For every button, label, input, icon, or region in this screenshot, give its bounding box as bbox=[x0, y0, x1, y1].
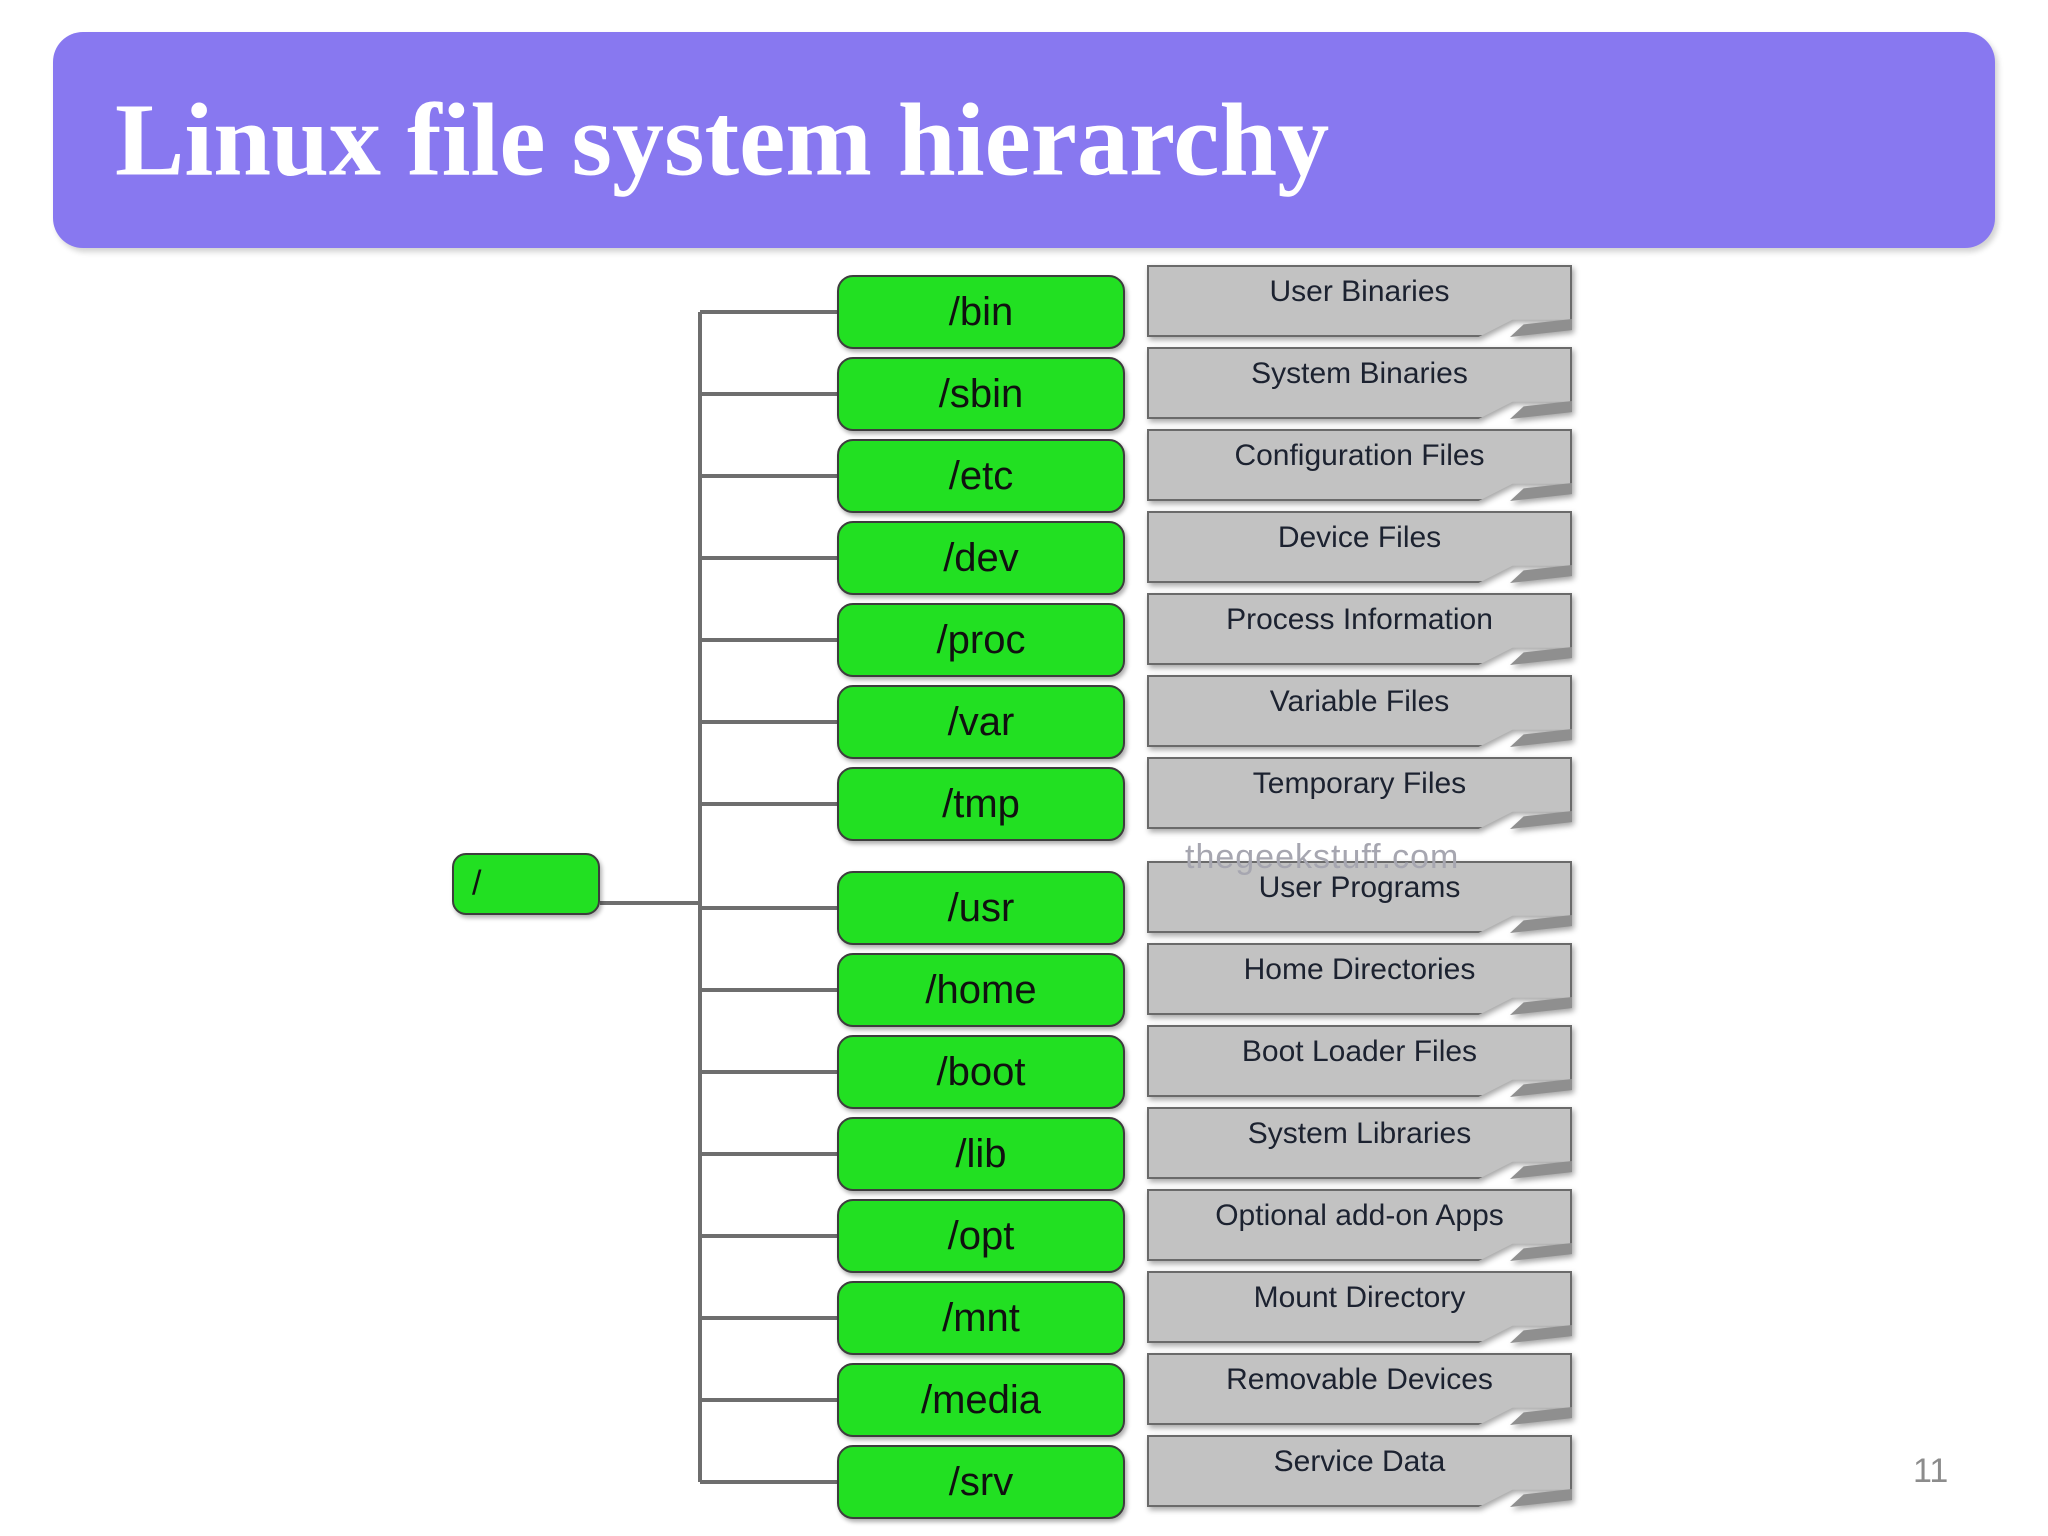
note-shape bbox=[1147, 1271, 1572, 1343]
tree-node-directory-label: /usr bbox=[947, 886, 1015, 930]
tree-node-directory[interactable]: /proc bbox=[837, 603, 1125, 677]
tree-node-directory[interactable]: /usr bbox=[837, 871, 1125, 945]
description-note: Process Information bbox=[1147, 593, 1572, 665]
tree-node-directory[interactable]: /opt bbox=[837, 1199, 1125, 1273]
description-note: Boot Loader Files bbox=[1147, 1025, 1572, 1097]
tree-node-directory-label: /mnt bbox=[942, 1296, 1020, 1340]
note-shape bbox=[1147, 1353, 1572, 1425]
tree-node-directory[interactable]: /sbin bbox=[837, 357, 1125, 431]
note-fold-corner-icon bbox=[1510, 1407, 1572, 1425]
tree-node-root-label: / bbox=[472, 864, 482, 903]
note-fold-corner-icon bbox=[1510, 729, 1572, 747]
description-note: System Binaries bbox=[1147, 347, 1572, 419]
tree-node-directory[interactable]: /dev bbox=[837, 521, 1125, 595]
note-shape bbox=[1147, 1107, 1572, 1179]
tree-node-directory[interactable]: /var bbox=[837, 685, 1125, 759]
note-shape bbox=[1147, 593, 1572, 665]
tree-node-directory-label: /etc bbox=[948, 454, 1014, 498]
note-shape bbox=[1147, 1025, 1572, 1097]
note-shape bbox=[1147, 943, 1572, 1015]
note-shape bbox=[1147, 429, 1572, 501]
description-note: Device Files bbox=[1147, 511, 1572, 583]
note-fold-corner-icon bbox=[1510, 647, 1572, 665]
note-shape bbox=[1147, 265, 1572, 337]
description-note-label: Service Data bbox=[1273, 1445, 1446, 1478]
description-note-label: User Programs bbox=[1258, 871, 1461, 904]
tree-node-directory[interactable]: /mnt bbox=[837, 1281, 1125, 1355]
description-note-label: System Libraries bbox=[1247, 1117, 1472, 1150]
note-shape bbox=[1147, 675, 1572, 747]
note-shape bbox=[1147, 347, 1572, 419]
description-note-label: Mount Directory bbox=[1253, 1281, 1466, 1314]
tree-node-directory-label: /media bbox=[920, 1378, 1042, 1422]
description-note-label: Home Directories bbox=[1243, 953, 1476, 986]
description-note-label: Temporary Files bbox=[1252, 767, 1467, 800]
tree-node-directory-label: /proc bbox=[936, 618, 1026, 662]
note-fold-corner-icon bbox=[1510, 1243, 1572, 1261]
description-note-label: User Binaries bbox=[1269, 275, 1450, 308]
note-shape bbox=[1147, 757, 1572, 829]
note-fold-corner-icon bbox=[1510, 1489, 1572, 1507]
note-fold-corner-icon bbox=[1510, 997, 1572, 1015]
tree-node-directory-label: /bin bbox=[948, 290, 1014, 334]
note-fold-corner-icon bbox=[1510, 483, 1572, 501]
note-fold-corner-icon bbox=[1510, 1325, 1572, 1343]
note-fold-corner-icon bbox=[1510, 811, 1572, 829]
page-title: Linux file system hierarchy bbox=[115, 82, 1330, 198]
note-shape bbox=[1147, 1435, 1572, 1507]
description-note: Temporary Files bbox=[1147, 757, 1572, 829]
tree-node-directory[interactable]: /boot bbox=[837, 1035, 1125, 1109]
description-note-label: Device Files bbox=[1277, 521, 1442, 554]
tree-node-root[interactable]: / bbox=[452, 853, 600, 915]
tree-node-directory-label: /var bbox=[947, 700, 1015, 744]
tree-node-directory-label: /sbin bbox=[938, 372, 1024, 416]
tree-node-directory-label: /tmp bbox=[942, 782, 1020, 826]
note-fold-corner-icon bbox=[1510, 565, 1572, 583]
note-fold-corner-icon bbox=[1510, 401, 1572, 419]
tree-node-directory[interactable]: /media bbox=[837, 1363, 1125, 1437]
tree-node-directory-label: /home bbox=[925, 968, 1037, 1012]
description-note: Optional add-on Apps bbox=[1147, 1189, 1572, 1261]
tree-node-directory-label: /boot bbox=[936, 1050, 1026, 1094]
tree-node-directory[interactable]: /srv bbox=[837, 1445, 1125, 1519]
tree-node-directory-label: /opt bbox=[947, 1214, 1015, 1258]
description-note: Mount Directory bbox=[1147, 1271, 1572, 1343]
tree-node-directory-label: /srv bbox=[948, 1460, 1014, 1504]
description-note: Service Data bbox=[1147, 1435, 1572, 1507]
tree-node-directory[interactable]: /bin bbox=[837, 275, 1125, 349]
page-number: 11 bbox=[1913, 1452, 1949, 1490]
title-banner: Linux file system hierarchy bbox=[53, 32, 1995, 248]
description-note-label: Optional add-on Apps bbox=[1215, 1199, 1504, 1232]
description-note: Home Directories bbox=[1147, 943, 1572, 1015]
description-note: User Programs bbox=[1147, 861, 1572, 933]
note-shape bbox=[1147, 1189, 1572, 1261]
note-fold-corner-icon bbox=[1510, 319, 1572, 337]
description-note: Configuration Files bbox=[1147, 429, 1572, 501]
description-note: Removable Devices bbox=[1147, 1353, 1572, 1425]
tree-node-directory[interactable]: /etc bbox=[837, 439, 1125, 513]
tree-node-directory[interactable]: /tmp bbox=[837, 767, 1125, 841]
tree-node-directory[interactable]: /lib bbox=[837, 1117, 1125, 1191]
watermark-text: thegeekstuff.com bbox=[1185, 838, 1460, 876]
description-note: System Libraries bbox=[1147, 1107, 1572, 1179]
tree-node-directory[interactable]: /home bbox=[837, 953, 1125, 1027]
description-note-label: Process Information bbox=[1226, 603, 1493, 636]
note-fold-corner-icon bbox=[1510, 915, 1572, 933]
note-fold-corner-icon bbox=[1510, 1079, 1572, 1097]
description-note-label: Boot Loader Files bbox=[1241, 1035, 1478, 1068]
description-note-label: Configuration Files bbox=[1234, 439, 1485, 472]
note-shape bbox=[1147, 511, 1572, 583]
tree-node-directory-label: /lib bbox=[955, 1132, 1007, 1176]
note-fold-corner-icon bbox=[1510, 1161, 1572, 1179]
description-note: User Binaries bbox=[1147, 265, 1572, 337]
description-note-label: Variable Files bbox=[1269, 685, 1450, 718]
tree-node-directory-label: /dev bbox=[943, 536, 1019, 580]
description-note: Variable Files bbox=[1147, 675, 1572, 747]
description-note-label: System Binaries bbox=[1251, 357, 1468, 390]
note-shape bbox=[1147, 861, 1572, 933]
description-note-label: Removable Devices bbox=[1226, 1363, 1493, 1396]
